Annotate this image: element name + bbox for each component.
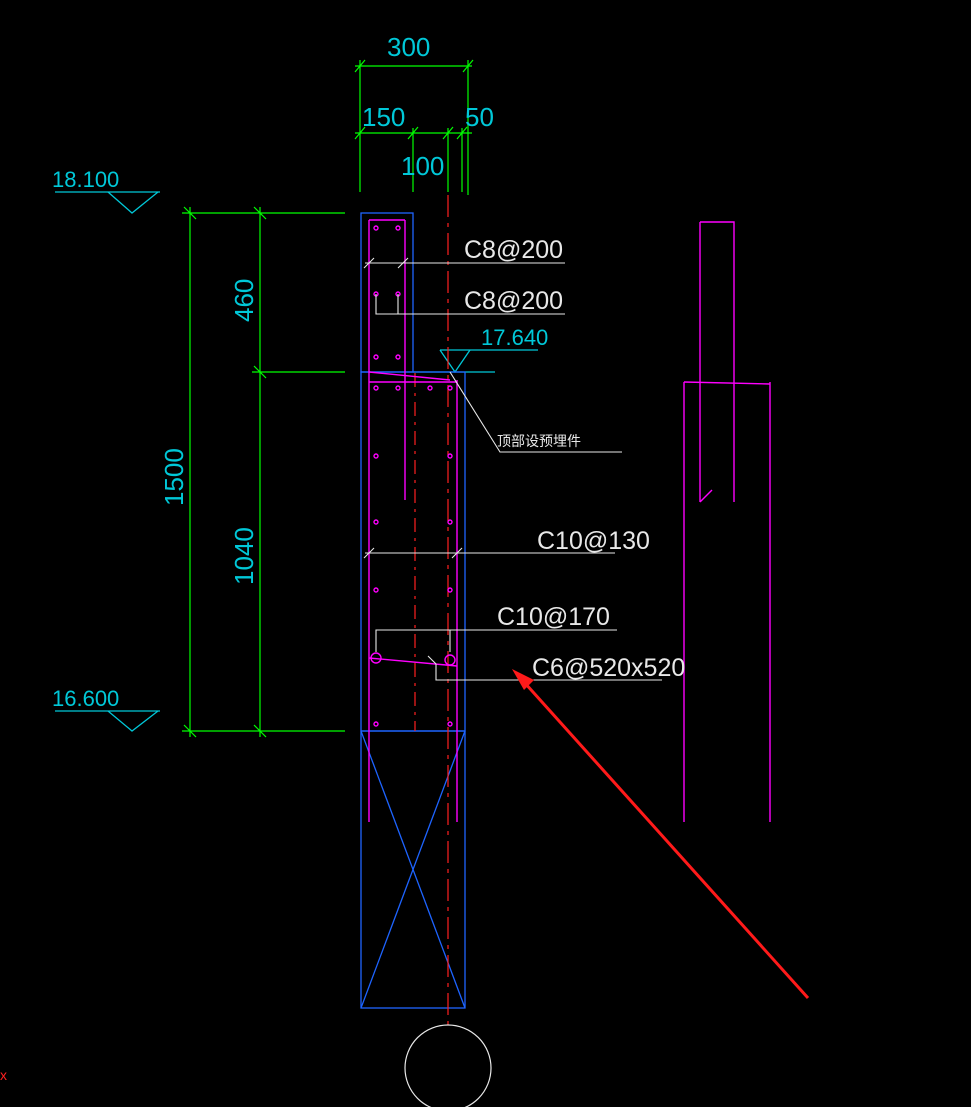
rebar-cage bbox=[368, 219, 458, 822]
axis-x-marker: x bbox=[0, 1067, 7, 1083]
column-outline bbox=[360, 212, 466, 1009]
label-embedded-part-note: 顶部设预埋件 bbox=[497, 434, 581, 450]
elevation-middle-label: 17.640 bbox=[481, 325, 548, 350]
elevation-bottom-marker bbox=[55, 710, 160, 732]
left-dimensions bbox=[182, 206, 345, 738]
dim-height-total: 1500 bbox=[159, 448, 189, 506]
grid-axis-bubble bbox=[404, 1024, 492, 1107]
label-c6-520x520: C6@520x520 bbox=[532, 654, 685, 682]
dim-width-total: 300 bbox=[387, 32, 430, 62]
side-elevation-rebar bbox=[683, 221, 771, 822]
highlight-arrow bbox=[512, 669, 810, 1000]
dim-height-upper: 460 bbox=[229, 279, 259, 322]
label-c10-170: C10@170 bbox=[497, 603, 610, 631]
elevation-top-label: 18.100 bbox=[52, 167, 119, 192]
elevation-middle-marker bbox=[413, 349, 538, 374]
dim-width-right: 50 bbox=[465, 102, 494, 132]
dim-width-middle: 100 bbox=[401, 151, 444, 181]
rebar-leaders bbox=[363, 257, 662, 681]
label-c8-200-second: C8@200 bbox=[464, 287, 563, 315]
dim-width-left: 150 bbox=[362, 102, 405, 132]
label-c10-130: C10@130 bbox=[537, 527, 650, 555]
elevation-bottom-label: 16.600 bbox=[52, 686, 119, 711]
label-c8-200-top: C8@200 bbox=[464, 236, 563, 264]
dim-height-lower: 1040 bbox=[229, 527, 259, 585]
elevation-top-marker bbox=[55, 191, 160, 214]
top-dimensions bbox=[354, 59, 474, 195]
